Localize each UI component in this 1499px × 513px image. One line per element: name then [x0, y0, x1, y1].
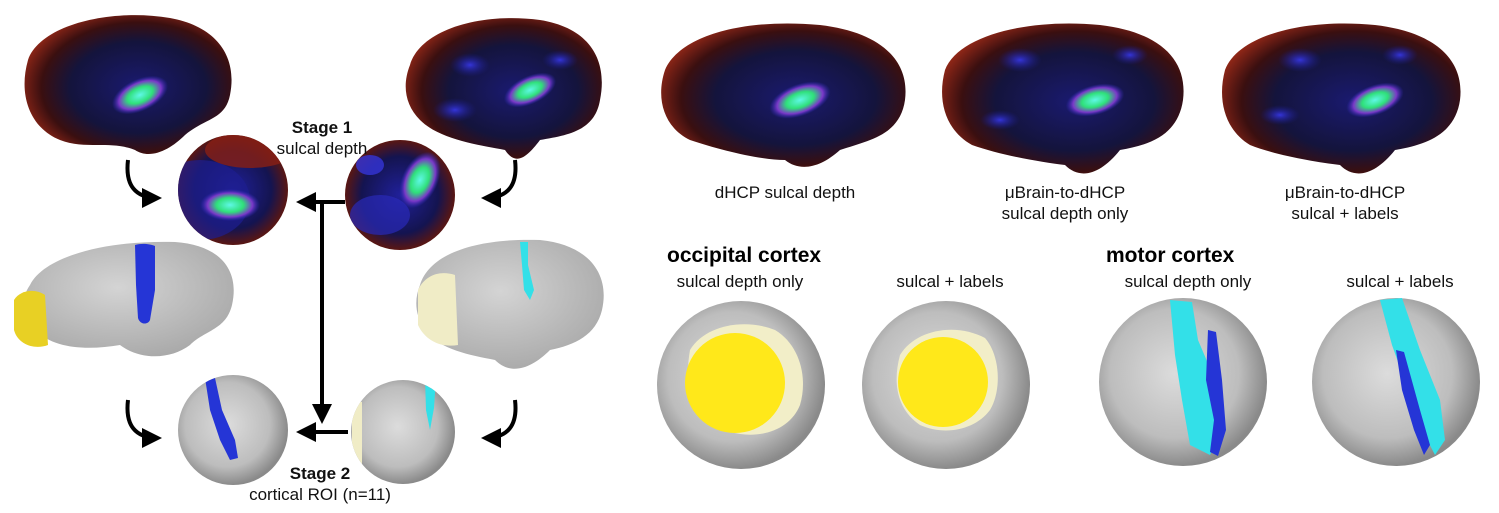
motor-sub-depth: sulcal depth only	[1124, 272, 1252, 291]
motor-sub-labels: sulcal + labels	[1346, 272, 1454, 291]
motor-cortex-title: motor cortex	[1106, 244, 1235, 267]
caption-dhcp: dHCP sulcal depth	[680, 182, 890, 203]
stage1-label: Stage 1 sulcal depth	[262, 117, 382, 159]
caption-dhcp-line1: dHCP sulcal depth	[714, 183, 856, 202]
sphere-stage1-right	[345, 140, 455, 250]
caption-ubrain-labels-line1: μBrain-to-dHCP	[1284, 183, 1406, 202]
sphere-occipital-depth	[657, 301, 825, 469]
brain-top-right	[405, 18, 602, 159]
stage1-subtitle: sulcal depth	[276, 139, 368, 158]
flow-arrows	[125, 159, 518, 448]
occipital-sub-labels: sulcal + labels	[896, 272, 1004, 291]
brain-top-left	[24, 15, 232, 155]
sphere-motor-labels	[1312, 298, 1480, 466]
stage1-title: Stage 1	[291, 118, 353, 137]
arrow-mr-to-s2	[481, 399, 518, 448]
brain-mid-left	[14, 241, 234, 357]
caption-ubrain-depth-line1: μBrain-to-dHCP	[1004, 183, 1126, 202]
caption-ubrain-labels: μBrain-to-dHCP sulcal + labels	[1240, 182, 1450, 224]
caption-ubrain-depth-line2: sulcal depth only	[1001, 204, 1129, 223]
arrow-tr-to-s1	[481, 159, 518, 208]
sphere-motor-depth	[1099, 298, 1267, 466]
stage2-title: Stage 2	[289, 464, 351, 483]
occipital-cortex-title: occipital cortex	[667, 244, 822, 267]
brain-ubrain-labels	[1222, 23, 1461, 174]
arrow-ml-to-s2	[125, 399, 162, 448]
stage2-label: Stage 2 cortical ROI (n=11)	[225, 463, 415, 505]
arrow-tl-to-s1	[125, 159, 162, 208]
caption-ubrain-labels-line2: sulcal + labels	[1291, 204, 1399, 223]
sphere-occipital-labels	[862, 301, 1030, 469]
brain-dhcp	[661, 23, 906, 167]
sphere-stage2-left	[178, 375, 288, 485]
caption-ubrain-depth: μBrain-to-dHCP sulcal depth only	[960, 182, 1170, 224]
brain-mid-right	[416, 239, 604, 369]
stage2-subtitle: cortical ROI (n=11)	[249, 485, 391, 504]
sphere-stage1-left	[178, 135, 288, 245]
occipital-sub-depth: sulcal depth only	[676, 272, 804, 291]
brain-ubrain-depth	[942, 23, 1184, 174]
